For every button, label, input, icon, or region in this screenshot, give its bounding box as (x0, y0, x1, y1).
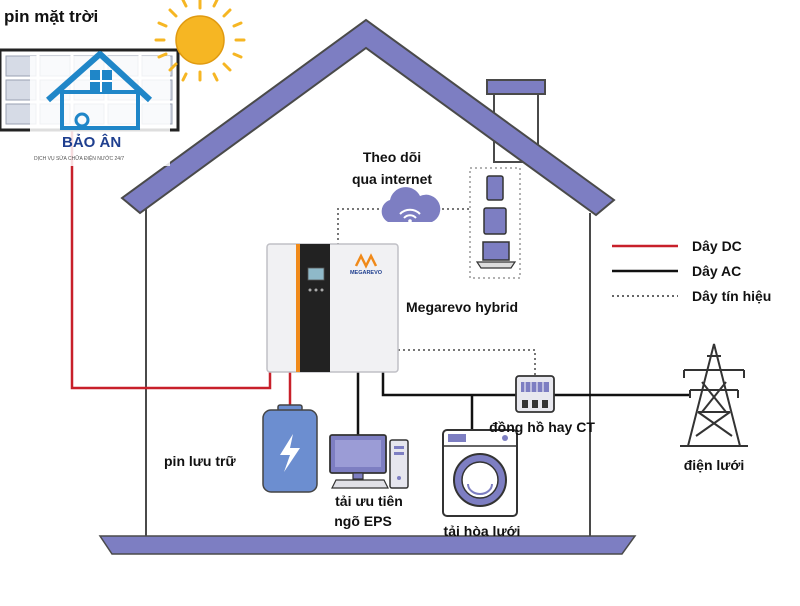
battery-label: pin lưu trữ (164, 453, 236, 469)
wires (70, 128, 690, 440)
grid-load-label: tải hòa lưới (444, 523, 521, 539)
house (98, 18, 637, 555)
dc-wire-solar (70, 128, 272, 390)
hybrid-inverter: MEGAREVO Megarevo hybrid (266, 243, 518, 373)
grid-label: điện lưới (684, 457, 745, 473)
energy-meter: đồng hồ hay CT (489, 375, 595, 435)
legend-label-dc: Dây DC (692, 238, 742, 254)
devices-box (469, 167, 521, 279)
signal-wire-meter (398, 349, 536, 378)
inverter-label: Megarevo hybrid (406, 299, 518, 315)
cloud-wifi-icon (381, 187, 441, 223)
eps-load: tải ưu tiên ngõ EPS (329, 434, 409, 529)
legend-label-ac: Dây AC (692, 263, 741, 279)
legend-label-signal: Dây tín hiệu (692, 288, 771, 304)
tablet-icon (483, 207, 507, 235)
inverter-panel (300, 244, 330, 372)
signal-wire-internet (337, 208, 470, 250)
logo-tagline: DỊCH VỤ SỬA CHỮA ĐIỆN NƯỚC 24/7 (34, 154, 124, 162)
inverter-body (266, 243, 399, 373)
power-tower-icon (680, 343, 748, 447)
ac-wire-grid (381, 372, 690, 397)
brand-logo: BẢO ÂN DỊCH VỤ SỬA CHỮA ĐIỆN NƯỚC 24/7 (30, 51, 170, 166)
chimney-cap (486, 79, 546, 95)
eps-label-line1: tải ưu tiên (335, 493, 403, 509)
logo-house-icon (46, 51, 153, 103)
logo-name: BẢO ÂN (62, 133, 121, 151)
roof (120, 18, 616, 217)
inverter-brand: MEGAREVO (350, 270, 383, 276)
legend: Dây DC Dây AC Dây tín hiệu (612, 238, 771, 304)
storage-battery: pin lưu trữ (164, 404, 318, 493)
laptop-icon (482, 241, 510, 261)
keyboard-icon (331, 479, 389, 489)
solar-panel-label: pin mặt trời (4, 7, 98, 26)
lightning-icon (280, 434, 300, 472)
house-floor (98, 535, 637, 555)
meter-label: đồng hồ hay CT (489, 419, 595, 435)
grid-load: tải hòa lưới (442, 429, 521, 539)
logo-wrench-icon (74, 112, 90, 128)
sun-icon (154, 0, 246, 82)
megarevo-logo-icon (354, 253, 378, 269)
eps-label-line2: ngõ EPS (334, 513, 392, 529)
monitoring-label-line2: qua internet (352, 171, 432, 187)
inverter-display (307, 267, 325, 281)
internet-monitoring: Theo dõi qua internet (352, 149, 521, 279)
monitoring-label-line1: Theo dõi (363, 149, 421, 165)
phone-icon (486, 175, 504, 201)
